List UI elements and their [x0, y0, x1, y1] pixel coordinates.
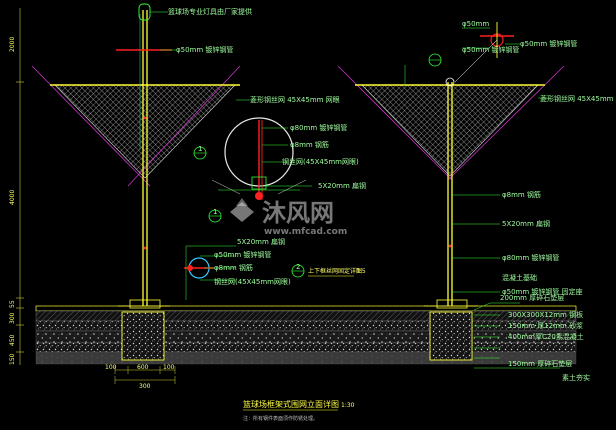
dim-w3: 100	[163, 364, 175, 371]
label-lowpipe-right: φ50mm 镀锌钢管 固定座	[502, 287, 583, 296]
label-flat-steel-detail: 5X20mm 扁钢	[237, 237, 285, 246]
label-rebar-right: φ8mm 钢筋	[502, 190, 541, 199]
watermark-brand: 沐风网	[262, 199, 334, 227]
dim-300: 300	[9, 312, 16, 324]
watermark-logo-icon	[230, 198, 254, 222]
top-right-connection	[428, 22, 520, 83]
label-layer4: 400mm厚C20素混凝土	[508, 332, 584, 341]
dim-55: 55	[9, 300, 16, 308]
label-pipe-detail: φ50mm 镀锌钢管	[214, 250, 271, 259]
detail-marker-1a-text: 1	[198, 145, 202, 153]
detail-marker-1b	[208, 209, 222, 223]
dim-2000: 2000	[9, 37, 16, 52]
pavement-layers	[35, 305, 577, 365]
dim-4000: 4000	[9, 190, 16, 205]
left-dimension-chain	[16, 8, 24, 365]
drawing-title: 篮球场框架式围网立面详图	[243, 399, 339, 409]
dim-150: 150	[9, 353, 16, 365]
dim-w1: 100	[105, 364, 117, 371]
label-rebar-detail: φ8mm 钢筋	[214, 263, 253, 272]
right-pole	[445, 77, 455, 318]
label-layer5: 150mm 厚碎石垫层	[508, 359, 572, 368]
drawing-scale: 1:30	[341, 402, 355, 409]
left-fence-cone	[31, 65, 241, 187]
left-footing	[118, 299, 170, 361]
label-anchor: 混凝土基础	[502, 273, 537, 282]
drawing-note: 注：所有钢件表面须作防锈处理。	[243, 415, 318, 422]
label-rebar: φ8mm 钢筋	[290, 140, 329, 149]
bottom-dimensions	[114, 366, 176, 384]
right-fence-cone	[337, 65, 565, 181]
label-pipe-right-low: φ80mm 镀锌钢管	[502, 253, 559, 262]
dim-w4: 300	[139, 383, 151, 390]
label-top-r1: φ50mm	[462, 20, 489, 28]
label-layer6: 素土夯实	[562, 373, 590, 382]
detail-marker-2	[291, 264, 305, 278]
label-mesh-right: 菱形钢丝网 45X45mm 网眼	[540, 94, 616, 103]
detail-marker-2-text: 2	[296, 263, 300, 271]
watermark: 沐风网 www.mfcad.com	[230, 198, 347, 237]
label-layer2: 300X300X12mm 钢板	[508, 310, 583, 319]
label-mesh-left: 菱形钢丝网 45X45mm 网眼	[250, 95, 340, 104]
detail-marker-1b-text: 1	[213, 208, 217, 216]
label-mesh-ring: 钢丝网(45X45mm网眼)	[282, 157, 359, 166]
label-layer1: 200mm 厚碎石垫层	[500, 293, 564, 302]
label-layer3: 150mm 厚12mm 砂浆	[508, 321, 583, 330]
detail-marker-1a	[193, 146, 207, 160]
label-ring-pipe: φ80mm 镀锌钢管	[290, 123, 347, 132]
label-flat-steel-left: 5X20mm 扁钢	[318, 181, 366, 190]
ring-leaders	[262, 127, 312, 187]
label-top-r2: φ50mm 镀锌钢管	[462, 45, 519, 54]
ring-section-detail	[211, 117, 307, 200]
fixing-detail	[184, 245, 236, 300]
label-pipe-right: φ50mm 镀锌钢管	[520, 39, 577, 48]
layer-leaders	[473, 302, 560, 369]
dim-450: 450	[9, 334, 16, 346]
right-footing	[424, 299, 478, 361]
detail-title: 上下框丝网固定详图	[308, 267, 362, 275]
label-flat-steel-right: 5X20mm 扁钢	[502, 219, 550, 228]
label-top-fixture: 篮球场专业灯具由厂家提供	[168, 7, 252, 16]
label-pipe-top: φ50mm 镀锌钢管	[176, 45, 233, 54]
right-leaders	[404, 65, 548, 293]
dim-w2: 600	[137, 364, 149, 371]
detail-scale: 1:5	[356, 268, 366, 275]
left-top-leader	[150, 11, 250, 101]
label-mesh-detail: 钢丝网(45X45mm网眼)	[214, 277, 291, 286]
watermark-url: www.mfcad.com	[264, 227, 347, 237]
